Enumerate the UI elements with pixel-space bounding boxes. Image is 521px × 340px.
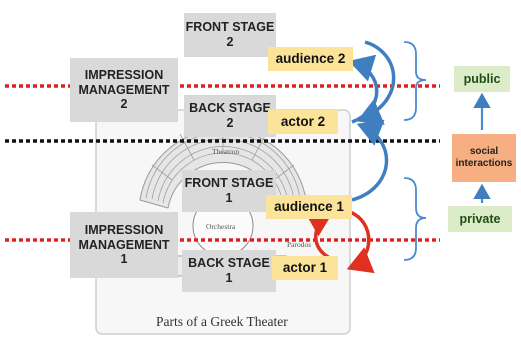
public-bracket xyxy=(403,41,427,121)
audience-2-label: audience 2 xyxy=(268,47,353,71)
arrow-to-audience2-outer xyxy=(356,40,396,125)
actor-1-label: actor 1 xyxy=(272,256,338,280)
public-label: public xyxy=(454,66,510,92)
actor-2-label: actor 2 xyxy=(268,110,338,134)
audience-1-label: audience 1 xyxy=(266,195,352,219)
arrow-audience1-to-actor1 xyxy=(346,210,375,274)
theater-caption: Parts of a Greek Theater xyxy=(156,314,288,329)
private-bracket xyxy=(403,177,427,261)
orchestra-label: Orchestra xyxy=(206,222,236,231)
arrow-audience1-to-actor2 xyxy=(351,119,389,202)
theatron-label: Theatron xyxy=(212,147,240,156)
theatron-seating xyxy=(139,128,307,209)
parodos-label: Parodos xyxy=(287,240,312,249)
private-label: private xyxy=(448,206,512,232)
